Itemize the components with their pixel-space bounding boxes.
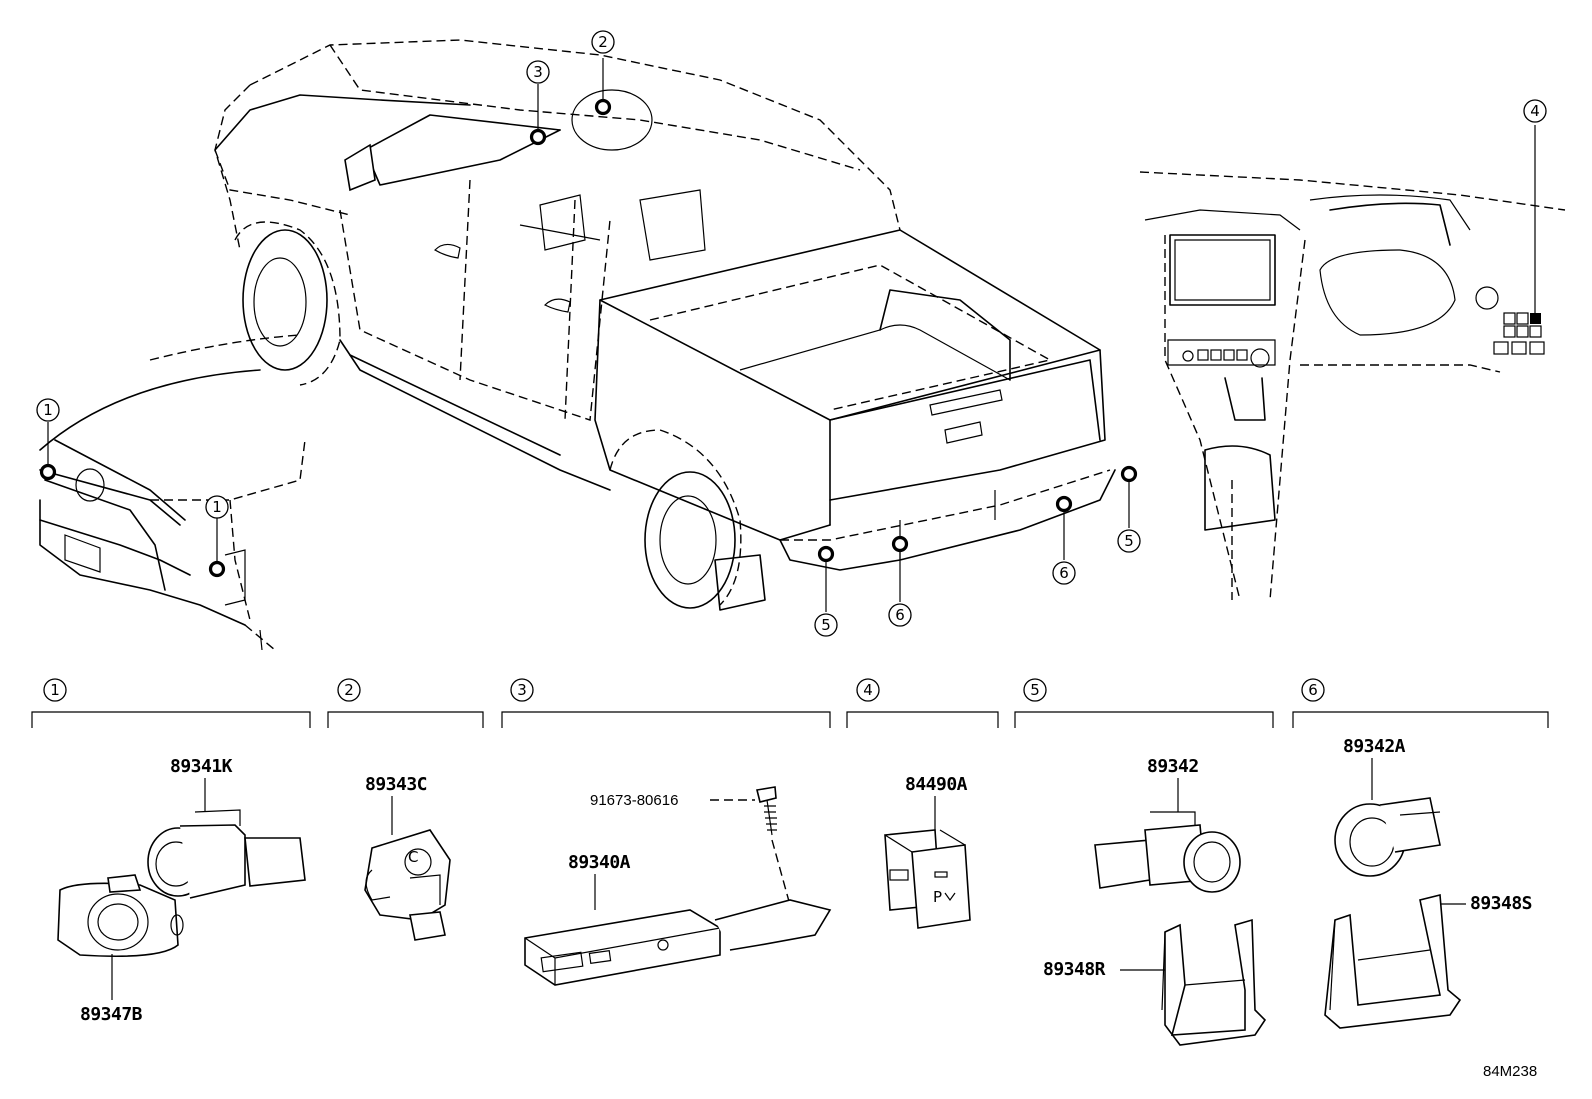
callout-1-right: 1 xyxy=(205,495,229,519)
svg-text:1: 1 xyxy=(50,681,60,699)
part-89342A: 89342A xyxy=(1334,736,1441,877)
part-number: 89341K xyxy=(170,756,233,777)
svg-text:C: C xyxy=(408,848,418,866)
callout-label: 1 xyxy=(212,498,222,516)
part-89343C: 89343C C xyxy=(364,774,451,941)
callout-6-left: 6 xyxy=(888,603,912,627)
diagram-code: 84M238 xyxy=(1483,1063,1537,1080)
callout-label: 1 xyxy=(43,401,53,419)
group-header-6: 6 xyxy=(1292,678,1549,728)
callout-label: 5 xyxy=(821,616,831,634)
part-number: 91673-80616 xyxy=(590,792,678,809)
group-header-1: 1 xyxy=(31,678,311,728)
svg-text:2: 2 xyxy=(344,681,354,699)
callout-label: 6 xyxy=(1059,564,1069,582)
callout-5-left: 5 xyxy=(814,613,838,637)
part-84490A: 84490A P xyxy=(884,774,971,929)
front-bumper-illustration xyxy=(39,334,306,651)
group-header-3: 3 xyxy=(501,678,831,728)
callout-4: 4 xyxy=(1523,99,1547,123)
svg-text:5: 5 xyxy=(1030,681,1040,699)
part-number: 89348S xyxy=(1470,893,1532,914)
svg-text:4: 4 xyxy=(863,681,873,699)
location-callouts: 1 1 2 3 4 5 5 6 6 xyxy=(36,30,1547,637)
callout-label: 2 xyxy=(598,33,608,51)
part-number: 89342A xyxy=(1343,736,1406,757)
group-header-5: 5 xyxy=(1014,678,1274,728)
sensor-locations xyxy=(39,58,1536,612)
part-89340A: 89340A xyxy=(524,852,832,986)
callout-3: 3 xyxy=(526,60,550,84)
part-number: 89342 xyxy=(1147,756,1199,777)
part-number: 89340A xyxy=(568,852,631,873)
group-header-2: 2 xyxy=(327,678,484,728)
part-89348R: 89348R xyxy=(1043,918,1267,1046)
part-89341K: 89341K xyxy=(147,756,306,899)
part-89347B: 89347B xyxy=(57,874,184,1025)
callout-2: 2 xyxy=(591,30,615,54)
svg-text:3: 3 xyxy=(517,681,527,699)
part-number: 89348R xyxy=(1043,959,1106,980)
callout-label: 3 xyxy=(533,63,543,81)
dashboard-illustration xyxy=(1139,171,1566,601)
callout-1-left: 1 xyxy=(36,398,60,422)
part-91673-80616: 91673-80616 xyxy=(590,786,791,906)
callout-label: 4 xyxy=(1530,102,1540,120)
callout-label: 6 xyxy=(895,606,905,624)
truck-illustration xyxy=(214,39,1116,611)
parking-assist-icon: P xyxy=(933,888,942,906)
part-89348S: 89348S xyxy=(1324,893,1533,1029)
callout-5-right: 5 xyxy=(1117,529,1141,553)
callout-6-right: 6 xyxy=(1052,561,1076,585)
part-number: 89347B xyxy=(80,1004,143,1025)
part-number: 84490A xyxy=(905,774,968,795)
group-headers: 1 2 3 4 5 6 xyxy=(31,678,1549,728)
part-number: 89343C xyxy=(365,774,427,795)
group-header-4: 4 xyxy=(846,678,999,728)
part-89342: 89342 xyxy=(1094,756,1241,893)
svg-text:6: 6 xyxy=(1308,681,1318,699)
callout-label: 5 xyxy=(1124,532,1134,550)
